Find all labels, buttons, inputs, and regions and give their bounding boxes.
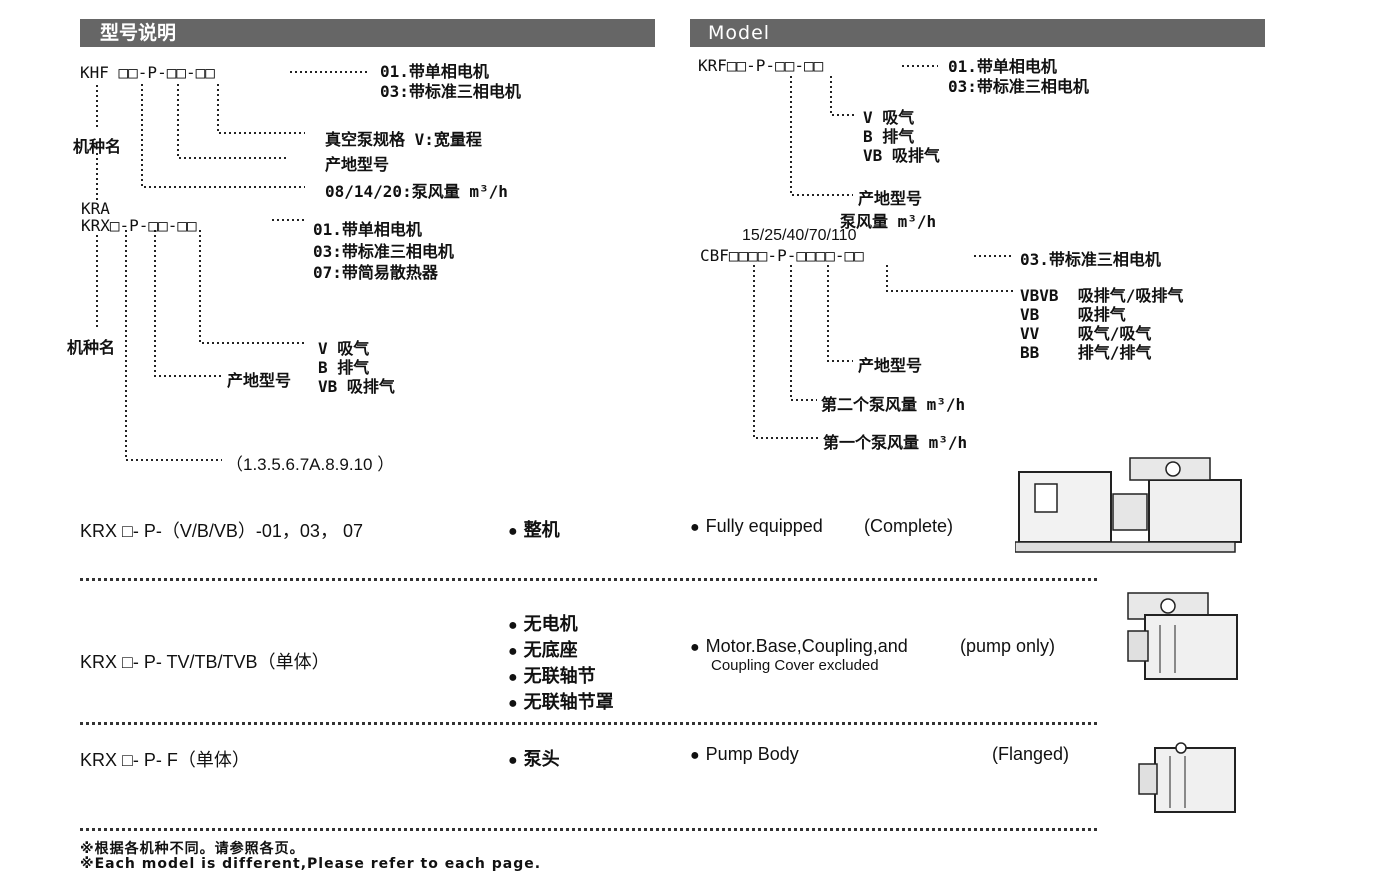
khf-option-03: 03:带标准三相电机 bbox=[380, 82, 521, 101]
pump-only-image bbox=[1127, 592, 1238, 680]
khf-option-01: 01.带单相电机 bbox=[380, 62, 489, 81]
pump-complete-image bbox=[1015, 457, 1242, 553]
pump-body-image bbox=[1138, 742, 1236, 813]
row-pump-only-cn-4: ●无联轴节罩 bbox=[508, 692, 614, 712]
cbf-vv: VV 吸气/吸气 bbox=[1020, 324, 1152, 343]
row-pump-body-en: ●Pump Body bbox=[690, 744, 799, 764]
cbf-model-code: CBF□□□□-P-□□□□-□□ bbox=[700, 246, 864, 265]
row-complete-tag: (Complete) bbox=[864, 516, 954, 536]
kra-option-03: 03:带标准三相电机 bbox=[313, 242, 454, 261]
row-divider bbox=[80, 722, 1097, 725]
row-pump-only-cn-3: ●无联轴节 bbox=[508, 666, 596, 686]
khf-pump-flow: 08/14/20:泵风量 m³/h bbox=[325, 182, 508, 201]
kra-option-01: 01.带单相电机 bbox=[313, 220, 422, 239]
row-pump-only-en: ●Motor.Base,Coupling,and bbox=[690, 636, 908, 656]
footer-note-en: ※Each model is different,Please refer to… bbox=[80, 856, 542, 872]
kra-suction: V 吸气 bbox=[318, 339, 370, 358]
krf-suction: V 吸气 bbox=[863, 108, 915, 127]
cbf-vbvb: VBVB 吸排气/吸排气 bbox=[1020, 286, 1184, 305]
row-complete-cn: ●整机 bbox=[508, 520, 560, 540]
cbf-first-pump-flow: 第一个泵风量 m³/h bbox=[823, 433, 968, 452]
row-pump-body-cn: ●泵头 bbox=[508, 749, 560, 769]
row-complete-model: KRX □- P-（V/B/VB）-01，03， 07 bbox=[80, 521, 363, 541]
krf-suction-exhaust: VB 吸排气 bbox=[863, 146, 940, 165]
row-pump-body-tag: (Flanged) bbox=[992, 744, 1070, 764]
kra-model-range: （1.3.5.6.7A.8.9.10 ） bbox=[226, 455, 395, 474]
krf-pump-flow: 泵风量 m³/h bbox=[840, 212, 937, 231]
row-divider bbox=[80, 578, 1097, 581]
row-divider bbox=[80, 828, 1097, 831]
row-complete-en: ●Fully equipped bbox=[690, 516, 823, 536]
cbf-flow-sizes: 15/25/40/70/110 bbox=[742, 227, 857, 244]
krx-model-code: KRX□-P-□□-□□ bbox=[81, 216, 197, 235]
krf-exhaust: B 排气 bbox=[863, 127, 915, 146]
kra-model-code-top: KRA bbox=[81, 199, 110, 218]
cbf-vb: VB 吸排气 bbox=[1020, 305, 1126, 324]
section-header-en: Model bbox=[690, 19, 1265, 47]
krf-model-code: KRF□□-P-□□-□□ bbox=[698, 56, 824, 75]
row-pump-only-tag: (pump only) bbox=[960, 636, 1056, 656]
section-header-cn: 型号说明 bbox=[80, 19, 655, 47]
kra-option-07: 07:带简易散热器 bbox=[313, 263, 438, 282]
cbf-second-pump-flow: 第二个泵风量 m³/h bbox=[821, 395, 966, 414]
cbf-origin-model: 产地型号 bbox=[858, 356, 923, 375]
kra-suction-exhaust: VB 吸排气 bbox=[318, 377, 395, 396]
khf-pump-spec: 真空泵规格 V:宽量程 bbox=[325, 130, 482, 149]
cbf-bb: BB 排气/排气 bbox=[1020, 343, 1152, 362]
khf-origin-model: 产地型号 bbox=[325, 155, 390, 174]
kra-origin-model: 产地型号 bbox=[227, 371, 292, 390]
row-pump-only-cn-1: ●无电机 bbox=[508, 614, 578, 634]
row-pump-only-en-sub: Coupling Cover excluded bbox=[711, 657, 879, 674]
khf-model-code: KHF □□-P-□□-□□ bbox=[80, 63, 215, 82]
cbf-option-03: 03.带标准三相电机 bbox=[1020, 250, 1161, 269]
row-pump-only-model: KRX □- P- TV/TB/TVB（单体） bbox=[80, 652, 330, 672]
row-pump-body-model: KRX □- P- F（单体） bbox=[80, 750, 250, 770]
kra-exhaust: B 排气 bbox=[318, 358, 370, 377]
krf-option-01: 01.带单相电机 bbox=[948, 57, 1057, 76]
row-pump-only-cn-2: ●无底座 bbox=[508, 640, 578, 660]
krf-option-03: 03:带标准三相电机 bbox=[948, 77, 1089, 96]
kra-machine-name: 机种名 bbox=[67, 338, 116, 357]
krf-origin-model: 产地型号 bbox=[858, 189, 923, 208]
footer-note-cn: ※根据各机种不同。请参照各页。 bbox=[80, 841, 305, 857]
khf-machine-name: 机种名 bbox=[73, 137, 122, 156]
